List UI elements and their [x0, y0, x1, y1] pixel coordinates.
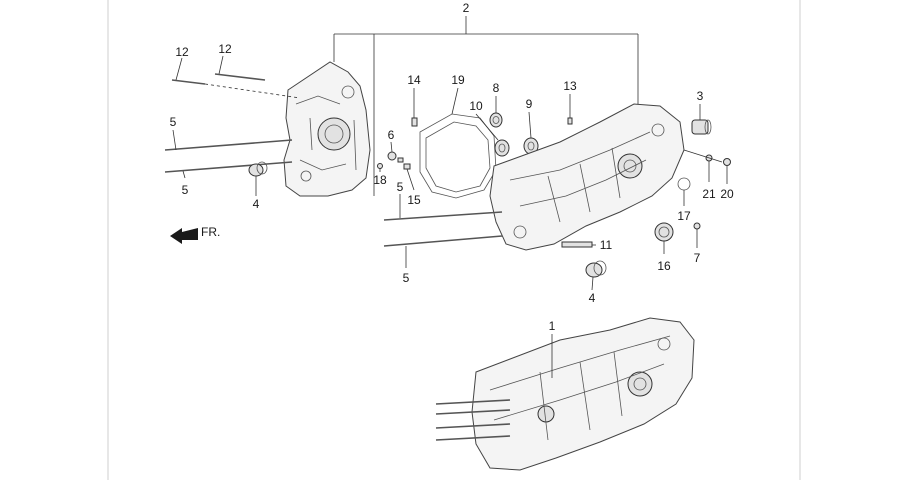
bushing-3-shape: [691, 119, 712, 135]
callout-label-17: 17: [677, 209, 691, 223]
callout-label-18: 18: [373, 173, 387, 187]
callout-label-12b: 12: [218, 42, 232, 56]
assembly-stud-1-shape: [435, 399, 511, 405]
callout-label-3: 3: [697, 89, 704, 103]
callout-label-13: 13: [563, 79, 577, 93]
assembly-stud-4-shape: [435, 435, 511, 441]
bolt-12b-shape: [214, 73, 266, 81]
callout-label-5a: 5: [170, 115, 177, 129]
bolt-12a-shape: [171, 79, 206, 85]
callout-label-19: 19: [451, 73, 465, 87]
callout-label-20: 20: [720, 187, 734, 201]
callout-label-15: 15: [407, 193, 421, 207]
callout-label-12a: 12: [175, 45, 189, 59]
callout-label-5d: 5: [403, 271, 410, 285]
stud-5a-shape: [164, 139, 293, 151]
crankcase-assembly-1: [471, 317, 695, 471]
oring-18-shape: [377, 163, 383, 169]
callout-label-5b: 5: [182, 183, 189, 197]
front-direction-label: FR.: [201, 225, 220, 239]
callout-label-8: 8: [493, 81, 500, 95]
bolt-20-shape: [723, 158, 731, 166]
callout-label-4b: 4: [589, 291, 596, 305]
dowel-11-shape: [561, 241, 593, 248]
dowel-15-shape: [403, 163, 411, 170]
bolt-12a-dash-lead: [204, 83, 301, 99]
callout-label-21: 21: [702, 187, 716, 201]
callout-label-1: 1: [549, 319, 556, 333]
seal-16-shape: [654, 222, 674, 242]
callout-label-5c: 5: [397, 180, 404, 194]
callout-label-4a: 4: [253, 197, 260, 211]
oring-17-shape: [677, 177, 691, 191]
callout-label-10: 10: [469, 99, 483, 113]
front-direction-arrow-icon: [170, 228, 198, 244]
callout-label-14: 14: [407, 73, 421, 87]
gasket-19-shape: [419, 113, 497, 199]
callout-label-16: 16: [657, 259, 671, 273]
bearing-8-shape: [489, 112, 503, 128]
assembly-stud-2-shape: [435, 409, 511, 415]
oil-jet-6-shape: [387, 151, 404, 163]
callout-label-7: 7: [694, 251, 701, 265]
dowel-14-shape: [411, 117, 418, 127]
stud-5c-shape: [383, 211, 503, 221]
pin-7-shape: [693, 222, 701, 230]
pin-13-shape: [567, 117, 573, 125]
stud-5b-shape: [164, 161, 293, 173]
left-crankcase-half: [283, 61, 371, 197]
callout-labels: 1 2 3 4 4 5 5 5 5 6 7 8 9 10 11 12 12 13…: [170, 1, 734, 333]
leader-lines: [172, 16, 728, 378]
callout-label-11: 11: [600, 238, 613, 252]
callout-label-2: 2: [463, 1, 470, 15]
callout-label-6: 6: [388, 128, 395, 142]
right-crankcase-half: [489, 103, 685, 251]
assembly-stud-3-shape: [435, 423, 511, 429]
callout-label-9: 9: [526, 97, 533, 111]
seal-10-shape: [494, 139, 510, 157]
stud-5d-shape: [383, 235, 503, 247]
bushing-4b-shape: [585, 260, 607, 278]
